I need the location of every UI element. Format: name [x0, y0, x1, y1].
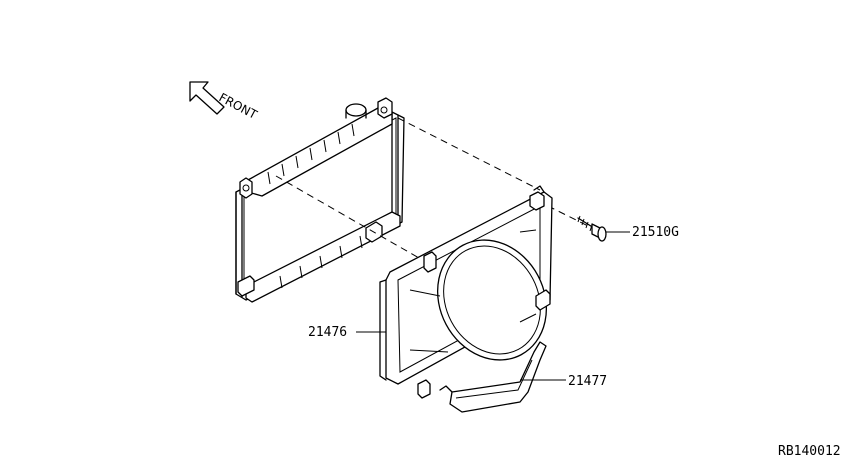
alignment-line-mid — [275, 175, 427, 263]
front-arrow-icon — [189, 81, 225, 115]
fan-shroud — [379, 185, 553, 399]
part-label-21476: 21476 — [308, 325, 347, 340]
part-label-21510G: 21510G — [632, 225, 679, 240]
diagram-code: RB140012 — [778, 444, 841, 459]
alignment-line-bolt — [547, 205, 589, 227]
radiator — [235, 97, 405, 303]
part-label-21477: 21477 — [568, 374, 607, 389]
lower-shroud — [439, 341, 547, 413]
bolt-icon — [577, 215, 607, 242]
alignment-line-top — [397, 117, 541, 191]
